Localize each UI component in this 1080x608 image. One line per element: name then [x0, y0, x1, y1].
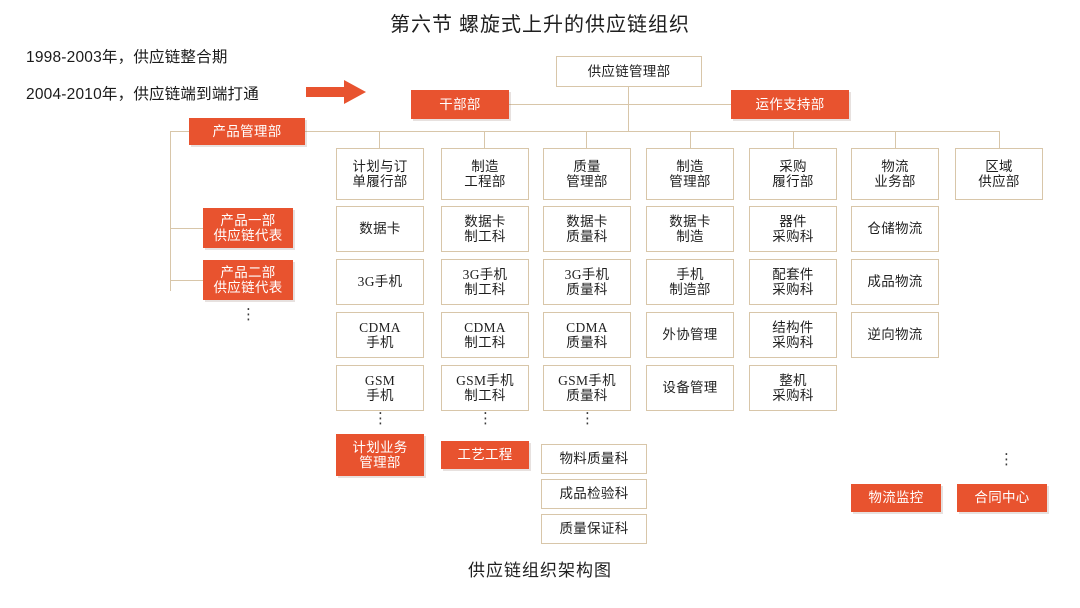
connector-root-down — [628, 86, 630, 132]
era-note-1998-2003: 1998-2003年，供应链整合期 — [26, 49, 228, 66]
connector-main-bus — [170, 131, 1000, 133]
node-col5-item-0[interactable]: 仓储物流 — [851, 206, 939, 252]
column-header-procurement-fulfillment[interactable]: 采购 履行部 — [749, 148, 837, 200]
connector-drop-col-3 — [690, 131, 692, 148]
connector-drop-col-1 — [484, 131, 486, 148]
column-header-manufacturing-engineering[interactable]: 制造 工程部 — [441, 148, 529, 200]
node-col2-item-3[interactable]: GSM手机 质量科 — [543, 365, 631, 411]
connector-drop-col-5 — [895, 131, 897, 148]
connector-drop-col-4 — [793, 131, 795, 148]
node-col0-footer-planning-business-mgmt[interactable]: 计划业务 管理部 — [336, 434, 424, 476]
node-col5-item-1[interactable]: 成品物流 — [851, 259, 939, 305]
ellipsis-bottom-right: ⋮ — [999, 451, 1014, 468]
node-col3-item-0[interactable]: 数据卡 制造 — [646, 206, 734, 252]
node-col5-item-2[interactable]: 逆向物流 — [851, 312, 939, 358]
connector-root-to-yunzuo — [628, 104, 732, 106]
connector-left-spine — [170, 131, 172, 291]
node-col4-item-3[interactable]: 整机 采购科 — [749, 365, 837, 411]
node-col2-item-1[interactable]: 3G手机 质量科 — [543, 259, 631, 305]
ellipsis-left-branch: ⋮ — [241, 306, 256, 323]
node-col1-item-2[interactable]: CDMA 制工科 — [441, 312, 529, 358]
node-product-div-2-sc-rep[interactable]: 产品二部 供应链代表 — [203, 260, 293, 300]
node-col2-item-0[interactable]: 数据卡 质量科 — [543, 206, 631, 252]
node-col3-item-1[interactable]: 手机 制造部 — [646, 259, 734, 305]
node-supply-chain-management[interactable]: 供应链管理部 — [556, 56, 702, 87]
node-logistics-monitoring[interactable]: 物流监控 — [851, 484, 941, 512]
page-title: 第六节 螺旋式上升的供应链组织 — [390, 14, 690, 36]
node-col2-extra-2[interactable]: 质量保证科 — [541, 514, 647, 544]
node-col3-item-2[interactable]: 外协管理 — [646, 312, 734, 358]
ellipsis-col0: ⋮ — [373, 410, 388, 427]
connector-root-to-ganbubu — [508, 104, 629, 106]
node-product-management-department[interactable]: 产品管理部 — [189, 118, 305, 145]
node-col4-item-1[interactable]: 配套件 采购科 — [749, 259, 837, 305]
column-header-regional-supply[interactable]: 区域 供应部 — [955, 148, 1043, 200]
node-col4-item-0[interactable]: 器件 采购科 — [749, 206, 837, 252]
connector-drop-col-2 — [586, 131, 588, 148]
node-product-div-1-sc-rep[interactable]: 产品一部 供应链代表 — [203, 208, 293, 248]
column-header-logistics-business[interactable]: 物流 业务部 — [851, 148, 939, 200]
node-col2-extra-0[interactable]: 物料质量科 — [541, 444, 647, 474]
node-col1-item-1[interactable]: 3G手机 制工科 — [441, 259, 529, 305]
node-cadre-department[interactable]: 干部部 — [411, 90, 509, 119]
node-col4-item-2[interactable]: 结构件 采购科 — [749, 312, 837, 358]
node-operation-support-department[interactable]: 运作支持部 — [731, 90, 849, 119]
figure-caption: 供应链组织架构图 — [468, 561, 612, 580]
right-arrow-icon — [306, 80, 366, 104]
node-col0-item-3[interactable]: GSM 手机 — [336, 365, 424, 411]
connector-left-to-rep-1 — [170, 280, 205, 282]
connector-drop-col-6 — [999, 131, 1001, 148]
node-contract-center[interactable]: 合同中心 — [957, 484, 1047, 512]
node-col1-item-3[interactable]: GSM手机 制工科 — [441, 365, 529, 411]
node-col2-extra-1[interactable]: 成品检验科 — [541, 479, 647, 509]
column-header-quality-management[interactable]: 质量 管理部 — [543, 148, 631, 200]
node-col1-item-0[interactable]: 数据卡 制工科 — [441, 206, 529, 252]
ellipsis-col2: ⋮ — [580, 410, 595, 427]
node-col0-item-0[interactable]: 数据卡 — [336, 206, 424, 252]
connector-drop-col-0 — [379, 131, 381, 148]
connector-left-to-rep-0 — [170, 228, 205, 230]
node-col3-item-3[interactable]: 设备管理 — [646, 365, 734, 411]
column-header-manufacturing-management[interactable]: 制造 管理部 — [646, 148, 734, 200]
node-col0-item-1[interactable]: 3G手机 — [336, 259, 424, 305]
ellipsis-col1: ⋮ — [478, 410, 493, 427]
node-col1-footer-process-engineering[interactable]: 工艺工程 — [441, 441, 529, 469]
column-header-planning-order-fulfillment[interactable]: 计划与订 单履行部 — [336, 148, 424, 200]
era-note-2004-2010: 2004-2010年，供应链端到端打通 — [26, 86, 259, 103]
node-col2-item-2[interactable]: CDMA 质量科 — [543, 312, 631, 358]
node-col0-item-2[interactable]: CDMA 手机 — [336, 312, 424, 358]
